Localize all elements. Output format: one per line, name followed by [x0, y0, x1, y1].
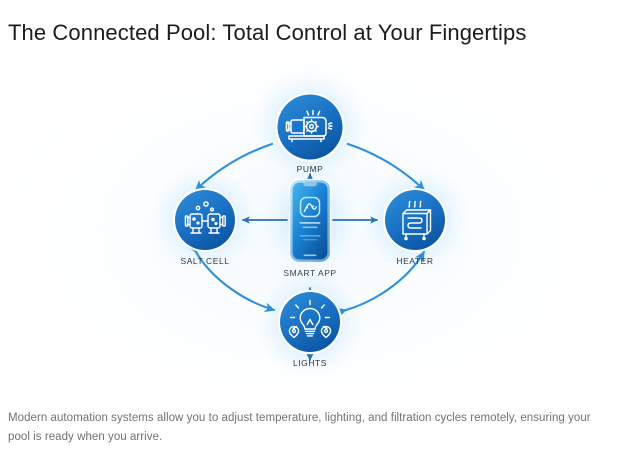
page-title: The Connected Pool: Total Control at You… [8, 20, 527, 45]
salt-cell-icon [184, 201, 226, 234]
diagram-node-salt-cell[interactable] [172, 187, 238, 253]
node-label-salt-cell: SALT CELL [180, 256, 230, 266]
arc-connections [187, 142, 426, 318]
arc-salt-cell-lights [187, 241, 276, 313]
pump-icon [285, 109, 333, 143]
node-label-smart-app: SMART APP [283, 268, 337, 278]
light-bulb-icon [288, 299, 332, 339]
connected-pool-diagram [149, 67, 471, 378]
diagram-panel: PUMP SALT CELL HEATER LIGHTS SMART APP [0, 62, 620, 402]
node-label-pump: PUMP [296, 164, 324, 174]
diagram-node-smart-app[interactable] [288, 178, 332, 264]
diagram-node-lights[interactable] [277, 289, 343, 355]
smartphone-icon [288, 178, 332, 264]
arc-pump-to-heater [346, 142, 426, 192]
diagram-node-heater[interactable] [382, 187, 448, 253]
node-label-lights: LIGHTS [292, 358, 328, 368]
diagram-node-pump[interactable] [275, 92, 345, 162]
arc-lights-heater [335, 250, 426, 318]
arc-pump-to-salt-cell [194, 142, 274, 192]
heater-icon [402, 200, 432, 241]
node-label-heater: HEATER [396, 256, 434, 266]
caption-text: Modern automation systems allow you to a… [8, 412, 591, 443]
